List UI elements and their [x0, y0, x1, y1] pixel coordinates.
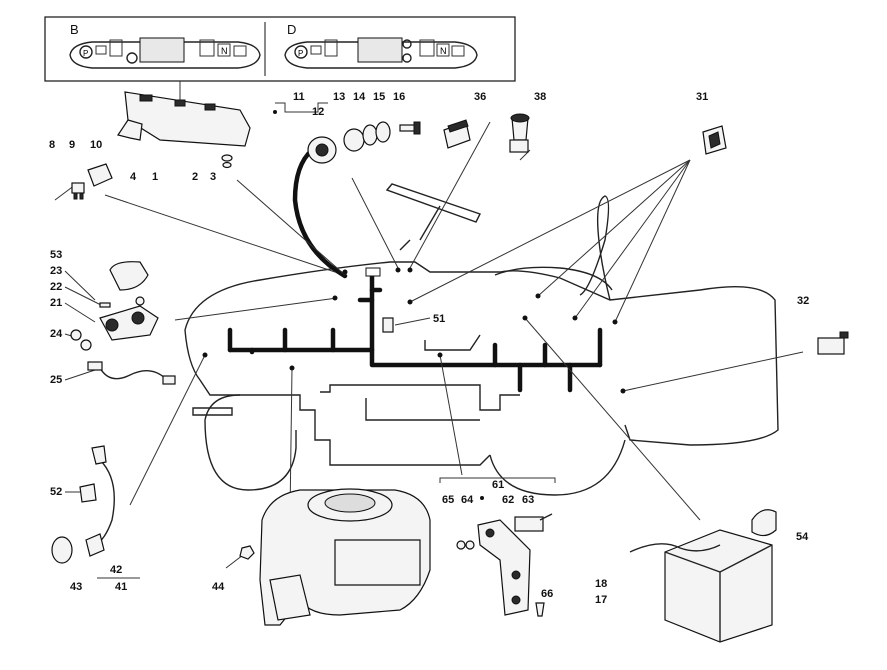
label-15: 15 [373, 91, 385, 103]
label-36: 36 [474, 91, 486, 103]
part-cable-clip [382, 317, 394, 333]
panel-b-letter: B [70, 22, 79, 37]
part-solenoid [70, 296, 159, 351]
label-12: 12 [312, 106, 324, 118]
label-10: 10 [90, 139, 102, 151]
part-engine [259, 488, 431, 626]
label-64: 64 [461, 494, 474, 506]
label-44: 44 [212, 581, 225, 593]
label-51: 51 [433, 313, 445, 325]
part-battery [629, 529, 773, 643]
label-1: 1 [152, 171, 158, 183]
label-52: 52 [50, 486, 62, 498]
label-9: 9 [69, 139, 75, 151]
panel-d-key-n: N [440, 46, 447, 56]
label-14: 14 [353, 91, 366, 103]
label-17: 17 [595, 594, 607, 606]
part-micro-switch [817, 331, 849, 355]
part-headlight-lead [51, 445, 115, 564]
part-rubber-boot [109, 261, 149, 291]
part-switch-bracket [456, 513, 553, 617]
label-13: 13 [333, 91, 345, 103]
part-ignition-assembly [307, 121, 421, 164]
label-31: 31 [696, 91, 708, 103]
panel-d-key-p: P [298, 49, 303, 58]
label-21: 21 [50, 297, 62, 309]
part-push-button [509, 113, 530, 153]
label-16: 16 [393, 91, 405, 103]
part-key-switch [71, 163, 113, 200]
label-61: 61 [492, 479, 504, 491]
label-41: 41 [115, 581, 127, 593]
part-nut [239, 545, 255, 560]
panel-b-key-p: P [83, 49, 88, 58]
part-number-labels: 1 2 3 4 8 9 10 11 12 13 14 15 16 17 18 2… [49, 91, 809, 606]
label-11: 11 [293, 91, 305, 103]
main-wiring-harness [227, 147, 603, 393]
label-2: 2 [192, 171, 198, 183]
part-washers [221, 154, 233, 169]
label-25: 25 [50, 374, 62, 386]
part-safety-switch [702, 125, 727, 155]
label-3: 3 [210, 171, 216, 183]
label-24: 24 [50, 328, 63, 340]
dashboard-panel-d: D P N [284, 22, 478, 69]
label-65: 65 [442, 494, 454, 506]
label-8: 8 [49, 139, 55, 151]
label-4: 4 [130, 171, 137, 183]
dashboard-variants-frame: B P N D P N [44, 16, 516, 100]
part-dash-console [124, 91, 251, 147]
park-icon [294, 45, 308, 59]
label-32: 32 [797, 295, 809, 307]
label-53: 53 [50, 249, 62, 261]
label-38: 38 [534, 91, 546, 103]
part-mount-bracket [117, 119, 143, 141]
leader-dots [202, 110, 626, 500]
panel-b-key-n: N [221, 46, 228, 56]
panel-d-letter: D [287, 22, 296, 37]
label-42: 42 [110, 564, 122, 576]
label-43: 43 [70, 581, 82, 593]
label-66: 66 [541, 588, 553, 600]
part-cable [87, 361, 176, 385]
part-terminal-cover [751, 509, 777, 537]
label-62: 62 [502, 494, 514, 506]
park-icon [79, 45, 93, 59]
label-23: 23 [50, 265, 62, 277]
dashboard-panel-b: B P N [69, 22, 261, 69]
label-54: 54 [796, 531, 809, 543]
label-18: 18 [595, 578, 607, 590]
tractor-outline [184, 183, 779, 496]
part-rocker-switch [443, 119, 471, 149]
leader-lines [54, 102, 804, 579]
label-22: 22 [50, 281, 62, 293]
label-63: 63 [522, 494, 534, 506]
